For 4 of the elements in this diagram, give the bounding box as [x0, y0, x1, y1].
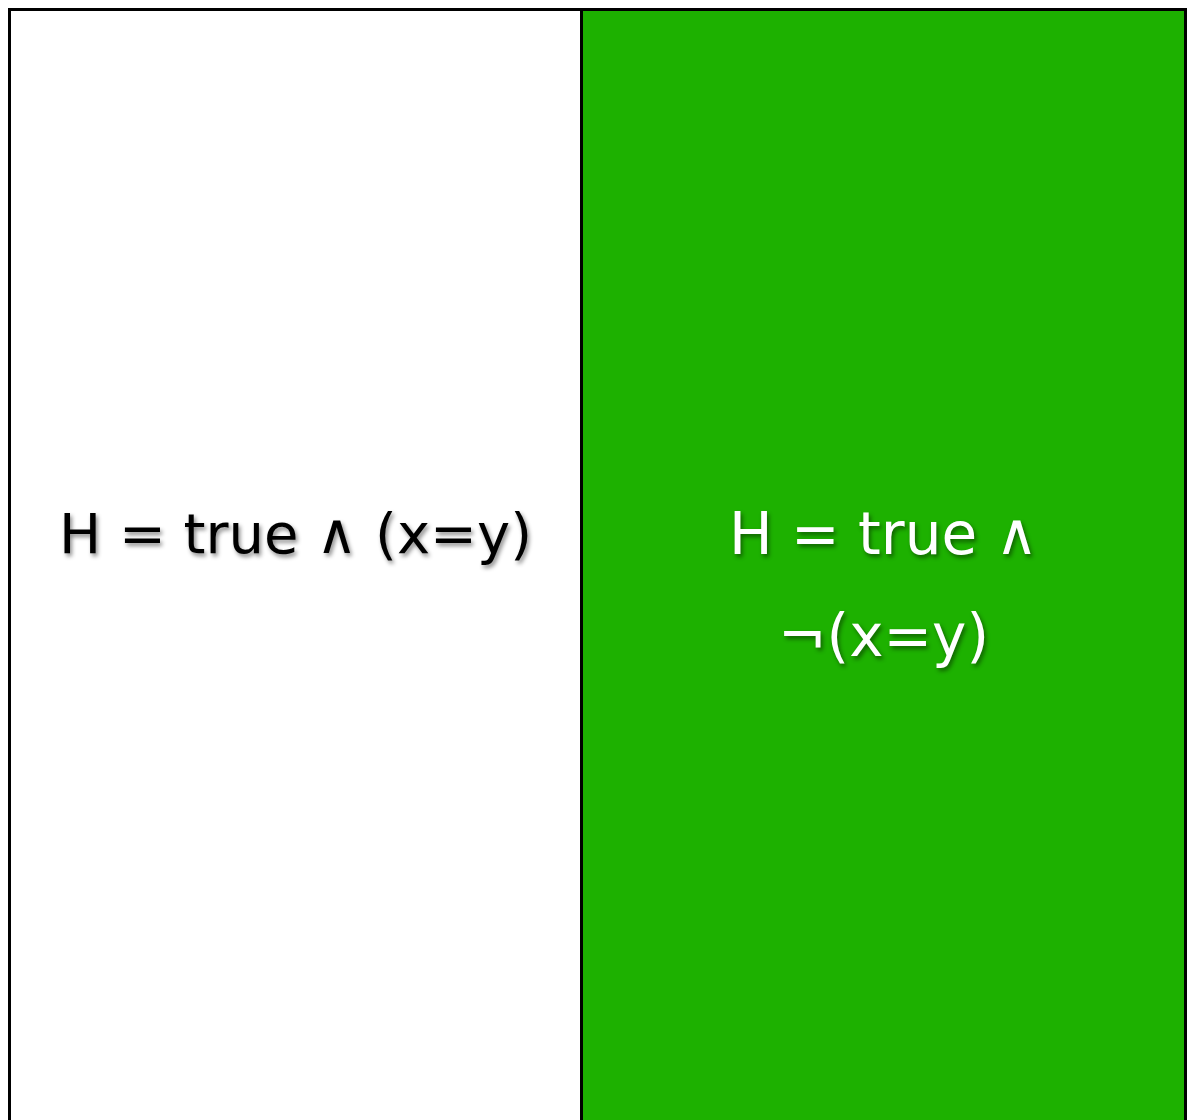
panel: [580, 8, 1187, 1120]
formula: H = true ∧ (x=y): [58, 499, 532, 568]
panel: [8, 8, 580, 1120]
formula: H = true ∧ ¬(x=y): [728, 499, 1039, 672]
